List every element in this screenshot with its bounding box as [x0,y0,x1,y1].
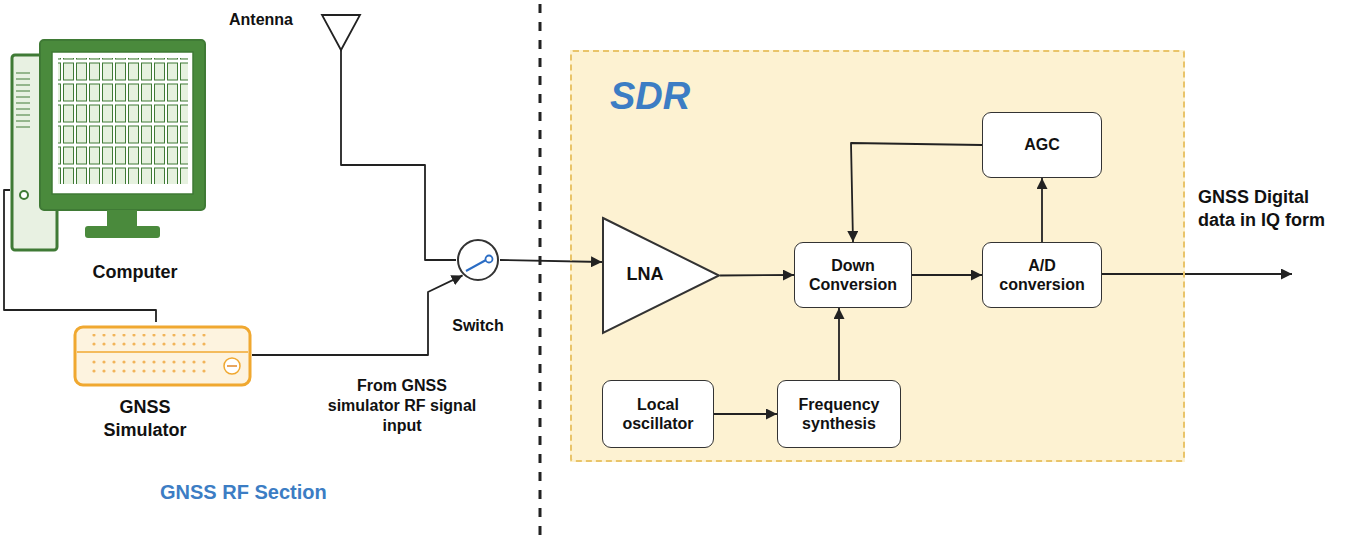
process-box: A/D conversion [982,242,1102,308]
switch-circle-shape [456,238,500,282]
sdr-region: SDR LNA Down Conversion A/D conversion AGC Lo… [570,50,1185,462]
node-label: Down Conversion [801,256,905,294]
signal-connector [714,413,777,415]
node-label: Local oscillator [609,395,707,433]
node-label: Frequency synthesis [784,395,894,433]
node-label: Antenna [229,10,293,29]
signal-connector [500,260,602,262]
process-box: Down Conversion [794,242,912,308]
output-arrow [1100,273,1292,275]
computer-icon-shape [10,40,210,290]
node-label: Switch [432,316,524,335]
antenna-symbol: Antenna [225,5,365,90]
signal-connector [838,308,840,380]
process-box: Local oscillator [602,380,714,448]
signal-connector [720,274,794,276]
signal-connector [252,275,463,355]
node-label: GNSS Simulator [90,396,200,443]
lna-amplifier: LNA [602,217,720,334]
process-box: Frequency synthesis [777,380,901,448]
signal-connector [1041,178,1043,242]
switch-circle: Switch [456,238,500,282]
sdr-region-fill [570,50,1185,462]
gnss-simulator-icon: GNSS Simulator [60,322,252,452]
annotation-label: GNSS RF Section [160,480,327,505]
signal-connector [851,143,982,242]
process-box: AGC [982,112,1102,178]
node-label: AGC [1024,135,1060,154]
node-label: Computer [70,262,200,284]
node-label: A/D conversion [989,256,1095,294]
node-label: LNA [610,264,680,286]
region-title: SDR [610,74,690,120]
annotation-label: GNSS Digital data in IQ form [1198,186,1348,231]
computer-icon: Computer [10,40,210,290]
signal-connector [341,90,456,260]
annotation-label: From GNSS simulator RF signal input [322,376,482,436]
section-divider [539,4,542,536]
signal-connector [912,274,982,276]
